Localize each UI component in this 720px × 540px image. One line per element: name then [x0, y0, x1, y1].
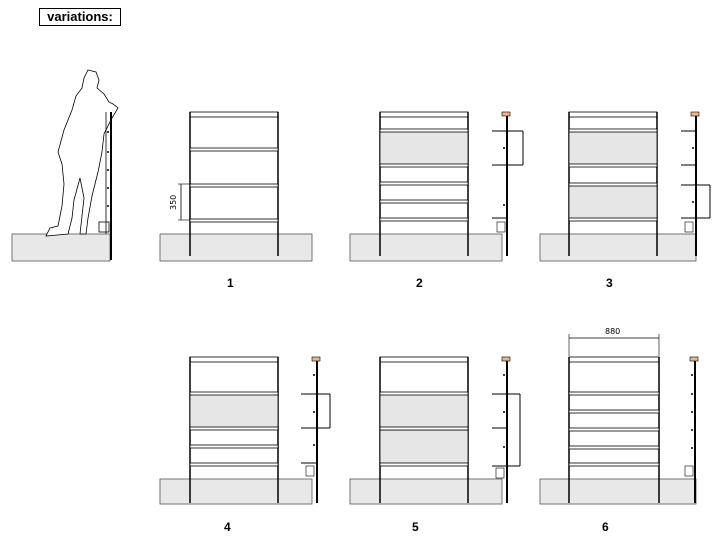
- ground: [539, 233, 697, 262]
- shelf-board: [379, 163, 469, 168]
- ground: [349, 478, 503, 505]
- variant-3: 3: [539, 111, 711, 290]
- post-cap: [689, 356, 699, 362]
- back-panel: [568, 184, 658, 220]
- human-figure-icon: [45, 69, 119, 237]
- shelf-board: [189, 426, 279, 431]
- variant-4: 4: [159, 356, 331, 534]
- back-panel: [568, 130, 658, 166]
- post-cap: [311, 356, 321, 362]
- page-title: variations:: [39, 8, 121, 26]
- shelf-board: [379, 391, 469, 396]
- variant-label: 3: [606, 276, 613, 290]
- variant-5: 5: [349, 356, 521, 534]
- shelf-board: [568, 445, 660, 450]
- ground: [349, 233, 503, 262]
- ground: [159, 233, 313, 262]
- shelf-board: [379, 426, 469, 431]
- post-cap: [501, 111, 511, 117]
- ground: [11, 233, 111, 262]
- shelf-board: [189, 391, 279, 396]
- back-panel: [379, 130, 469, 166]
- shelf-board: [568, 462, 660, 467]
- variant-label: 6: [602, 520, 609, 534]
- variant-label: 5: [412, 520, 419, 534]
- variant-label: 4: [224, 520, 231, 534]
- dimension-spacing: 350: [169, 195, 178, 210]
- variant-label: 2: [416, 276, 423, 290]
- shelf-board: [568, 409, 660, 414]
- shelf-board: [189, 462, 279, 467]
- shelf-board: [189, 444, 279, 449]
- back-panel: [379, 429, 469, 465]
- shelf-board: [568, 391, 660, 396]
- variant-6: 880 6: [539, 327, 699, 534]
- variant-1: 350 1: [159, 111, 313, 290]
- shelf-board: [568, 163, 658, 168]
- shelf-board: [189, 147, 279, 152]
- ground: [539, 478, 697, 505]
- back-panel: [379, 393, 469, 429]
- shelf-board: [568, 182, 658, 187]
- dimension-width: 880: [605, 327, 620, 336]
- reference-scene: [11, 69, 119, 262]
- variant-label: 1: [227, 276, 234, 290]
- post-cap: [501, 356, 511, 362]
- shelf-board: [189, 183, 279, 188]
- shelf-board: [189, 218, 279, 223]
- shelf-board: [379, 217, 469, 222]
- shelf-board: [379, 199, 469, 204]
- shelf-board: [379, 128, 469, 133]
- shelf-board: [568, 217, 658, 222]
- shelf-board: [379, 181, 469, 186]
- shelf-board: [379, 462, 469, 467]
- shelf-board: [568, 128, 658, 133]
- post-cap: [690, 111, 700, 117]
- shelf-board: [568, 427, 660, 432]
- ground: [159, 478, 313, 505]
- back-panel: [189, 393, 279, 429]
- variant-2: 2: [349, 111, 524, 290]
